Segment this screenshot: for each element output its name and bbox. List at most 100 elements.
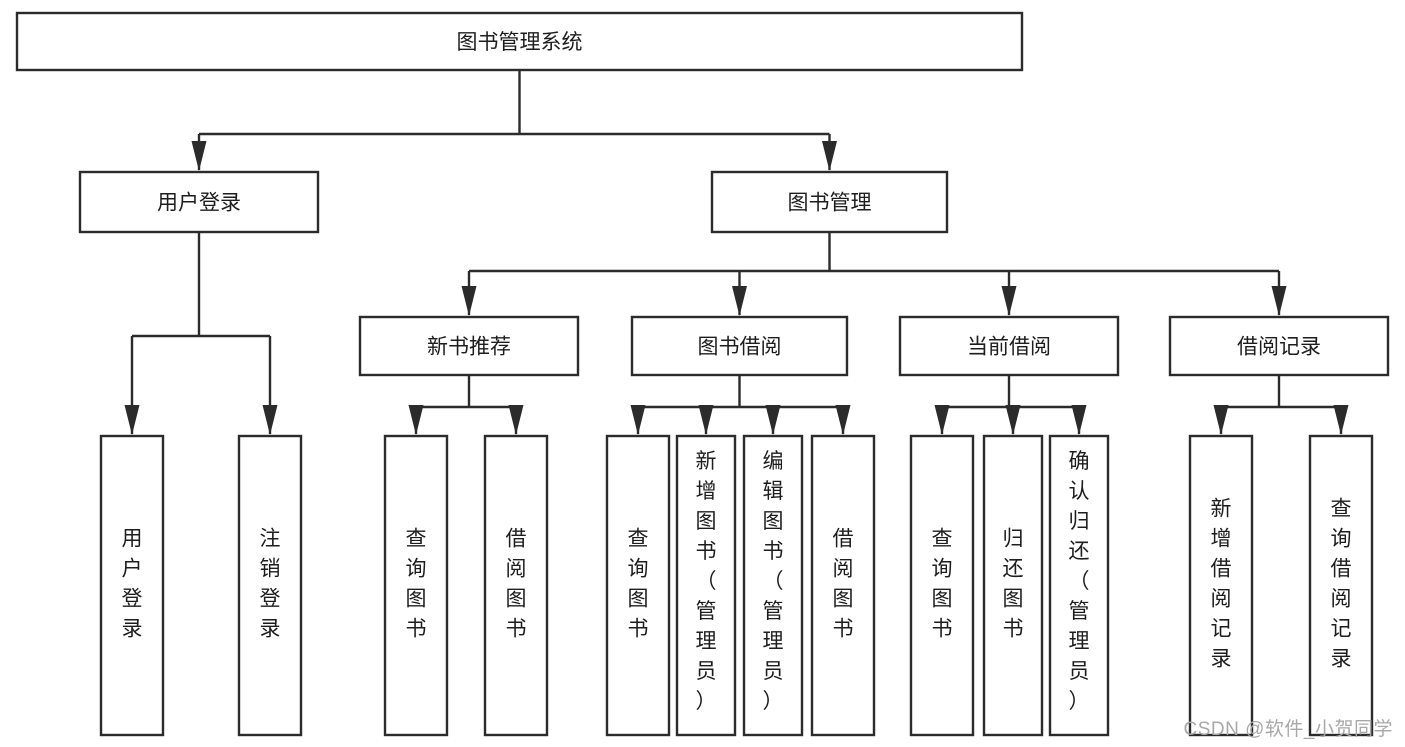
node-label-char: 询 <box>1331 528 1352 551</box>
node-rect[interactable] <box>1048 434 1110 737</box>
node-label-char: 询 <box>406 558 427 581</box>
node-label: 图书管理 <box>788 192 872 215</box>
node-rect[interactable] <box>605 434 671 737</box>
node-label-char: 图 <box>763 510 784 533</box>
node-rect[interactable] <box>78 170 320 234</box>
node-rect[interactable] <box>710 170 949 234</box>
level3-node-2[interactable]: 图书借阅 <box>630 315 849 377</box>
leaf-node-1[interactable]: 用户登录 <box>99 434 165 737</box>
arrow-head-icon <box>124 405 140 435</box>
node-label-char: 记 <box>1331 618 1352 641</box>
node-label: 用户登录 <box>157 192 241 215</box>
node-label-char: 书 <box>506 618 527 641</box>
node-rect[interactable] <box>383 434 449 737</box>
node-rect[interactable] <box>742 434 804 737</box>
node-label-char: 登 <box>122 588 143 611</box>
arrow-head-icon <box>765 405 781 435</box>
level3-node-4[interactable]: 借阅记录 <box>1168 315 1390 377</box>
root-node-book-management-system[interactable]: 图书管理系统 <box>15 11 1024 72</box>
node-label-char: 书 <box>696 540 717 563</box>
node-rect[interactable] <box>358 315 580 377</box>
node-rect[interactable] <box>1188 434 1254 737</box>
arrow-head-icon <box>1271 286 1287 316</box>
node-label-char: 员 <box>696 660 717 683</box>
arrow-head-icon <box>1333 405 1349 435</box>
arrow-head-icon <box>508 405 524 435</box>
node-label-char: 阅 <box>506 558 527 581</box>
node-label-char: 询 <box>628 558 649 581</box>
node-label-char: 录 <box>122 618 143 641</box>
node-label-char: ） <box>1069 690 1090 713</box>
node-label-char: 图 <box>1003 588 1024 611</box>
node-label-char: 图 <box>506 588 527 611</box>
node-label-char: ） <box>763 690 784 713</box>
node-label-char: 注 <box>260 528 281 551</box>
node-label-char: 增 <box>696 480 717 503</box>
node-rect[interactable] <box>909 434 975 737</box>
arrow-head-icon <box>1071 405 1087 435</box>
node-label: 新书推荐 <box>427 336 511 359</box>
node-rect[interactable] <box>483 434 549 737</box>
node-label-char: 图 <box>833 588 854 611</box>
node-rect[interactable] <box>675 434 737 737</box>
node-label-char: 查 <box>1331 498 1352 521</box>
node-label-char: 管 <box>1069 600 1090 623</box>
arrow-head-icon <box>934 405 950 435</box>
node-label-char: 理 <box>1069 630 1090 653</box>
node-rect[interactable] <box>237 434 303 737</box>
node-rect[interactable] <box>982 434 1044 737</box>
node-label: 借阅记录 <box>1237 336 1321 359</box>
node-label-char: 图 <box>696 510 717 533</box>
node-rect[interactable] <box>1308 434 1374 737</box>
node-label-char: 编 <box>763 450 784 473</box>
node-label-char: 借 <box>1211 558 1232 581</box>
node-label-char: 记 <box>1211 618 1232 641</box>
node-label-char: 书 <box>1003 618 1024 641</box>
node-label-char: 阅 <box>1211 588 1232 611</box>
node-label-char: 管 <box>763 600 784 623</box>
node-rect[interactable] <box>898 315 1120 377</box>
node-rect[interactable] <box>1168 315 1390 377</box>
node-label-char: 图 <box>932 588 953 611</box>
level3-node-3[interactable]: 当前借阅 <box>898 315 1120 377</box>
level2-node-2[interactable]: 图书管理 <box>710 170 949 234</box>
node-rect[interactable] <box>99 434 165 737</box>
node-label-char: 员 <box>1069 660 1090 683</box>
node-label-char: 书 <box>932 618 953 641</box>
level2-node-1[interactable]: 用户登录 <box>78 170 320 234</box>
node-rect[interactable] <box>630 315 849 377</box>
node-label-char: 书 <box>628 618 649 641</box>
node-label-char: 新 <box>696 450 717 473</box>
node-rect[interactable] <box>15 11 1024 72</box>
level3-node-1[interactable]: 新书推荐 <box>358 315 580 377</box>
node-label-char: 理 <box>763 630 784 653</box>
node-label-char: 阅 <box>833 558 854 581</box>
node-label-char: ） <box>696 690 717 713</box>
node-label-char: 销 <box>260 558 281 581</box>
node-label: 图书借阅 <box>698 336 782 359</box>
arrow-head-icon <box>191 141 207 171</box>
node-label-char: 图 <box>406 588 427 611</box>
node-label-char: 管 <box>696 600 717 623</box>
arrow-head-icon <box>1001 286 1017 316</box>
node-label-char: 录 <box>1211 648 1232 671</box>
node-rect[interactable] <box>810 434 876 737</box>
node-label-char: 录 <box>1331 648 1352 671</box>
node-label-char: 借 <box>506 528 527 551</box>
node-label-char: 录 <box>260 618 281 641</box>
arrow-head-icon <box>732 286 747 316</box>
node-label-char: 员 <box>763 660 784 683</box>
